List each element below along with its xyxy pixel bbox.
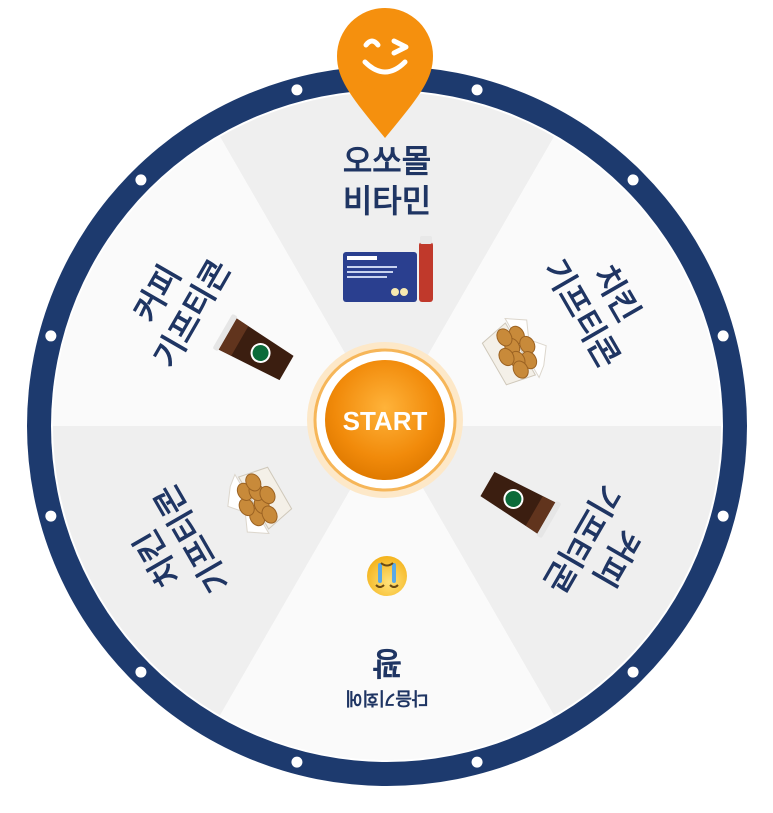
chicken-basket-icon xyxy=(481,317,547,386)
winking-face-icon xyxy=(362,38,409,75)
wheel-segments xyxy=(53,91,721,761)
start-button[interactable]: START xyxy=(307,342,463,498)
rim-dot xyxy=(45,330,57,342)
chicken-basket-icon xyxy=(227,466,293,535)
segment-label-line2: 비타민 xyxy=(343,182,431,220)
wheel-segment xyxy=(387,136,721,427)
rim-dot xyxy=(627,666,639,678)
rim-dot xyxy=(717,510,729,522)
wheel-segment xyxy=(53,136,387,427)
segment-label-line2: 꽝 xyxy=(372,644,401,682)
segment-label-line1: 다음기회에 xyxy=(346,687,429,708)
vitamin-box-icon xyxy=(343,236,433,302)
pointer-pin xyxy=(337,8,433,138)
iced-coffee-icon xyxy=(480,471,561,538)
crying-face-icon xyxy=(367,556,407,596)
rim-dot xyxy=(135,174,147,186)
rim-dot xyxy=(717,330,729,342)
rim-dot xyxy=(135,666,147,678)
rim-dot xyxy=(291,84,303,96)
rim-dot xyxy=(627,174,639,186)
rim-dots xyxy=(45,84,729,768)
wheel-segment xyxy=(53,426,387,716)
start-label: START xyxy=(343,406,428,436)
segment-label-line1: 오쏘몰 xyxy=(343,142,431,180)
segment-content: 다음기회에 꽝 xyxy=(346,556,429,708)
wheel-segment xyxy=(387,426,721,716)
rim-dot xyxy=(471,84,483,96)
iced-coffee-icon xyxy=(213,314,294,381)
rim-dot xyxy=(291,756,303,768)
rim-dot xyxy=(471,756,483,768)
rim-dot xyxy=(45,510,57,522)
